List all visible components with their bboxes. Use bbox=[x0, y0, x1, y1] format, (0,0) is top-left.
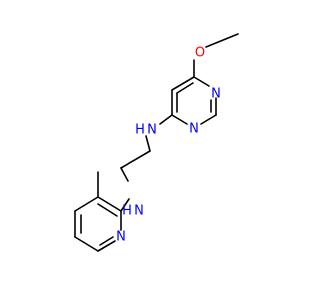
nh-lower-h-label: H bbox=[122, 204, 132, 219]
bond-ch2b-nh bbox=[120, 167, 129, 182]
bond-c5-c6 bbox=[171, 76, 195, 91]
nh-upper-h-label: H bbox=[135, 123, 145, 138]
bond-pyr-c2-c3 bbox=[97, 196, 122, 212]
atom-labels: O N N H N H N N bbox=[116, 46, 221, 245]
bonds bbox=[74, 33, 239, 252]
bond-o-methyl bbox=[205, 33, 239, 48]
bond-pyr-c2-c3-db bbox=[97, 203, 118, 217]
molecule-structure: O N N H N H N N bbox=[74, 33, 239, 252]
pyrimidine-n1-label: N bbox=[211, 87, 221, 102]
bond-c2-n3 bbox=[200, 114, 217, 125]
bond-n3-c4 bbox=[171, 114, 188, 125]
oxygen-label: O bbox=[195, 46, 205, 61]
bond-c5-c6-db bbox=[176, 82, 194, 94]
pyrimidine-n3-label: N bbox=[189, 122, 199, 137]
bond-pyr-c6-n-db bbox=[99, 236, 114, 246]
bond-ch2a-ch2b bbox=[120, 150, 151, 169]
bond-c6-n1 bbox=[193, 76, 210, 87]
bond-pyr-c3-c4 bbox=[74, 196, 99, 212]
pyridine-n-label: N bbox=[116, 230, 126, 245]
nh-lower-n-label: N bbox=[134, 204, 144, 219]
bond-pyr-c5-c6 bbox=[74, 236, 99, 252]
nh-upper-n-label: N bbox=[147, 123, 157, 138]
molecule-diagram: O N N H N H N N bbox=[74, 33, 239, 252]
bond-nh-ch2a bbox=[145, 135, 151, 152]
bond-nh-pyr-c2 bbox=[120, 198, 130, 212]
bond-c4-nh bbox=[159, 114, 173, 125]
bond-pyr-c6-n bbox=[97, 240, 116, 252]
